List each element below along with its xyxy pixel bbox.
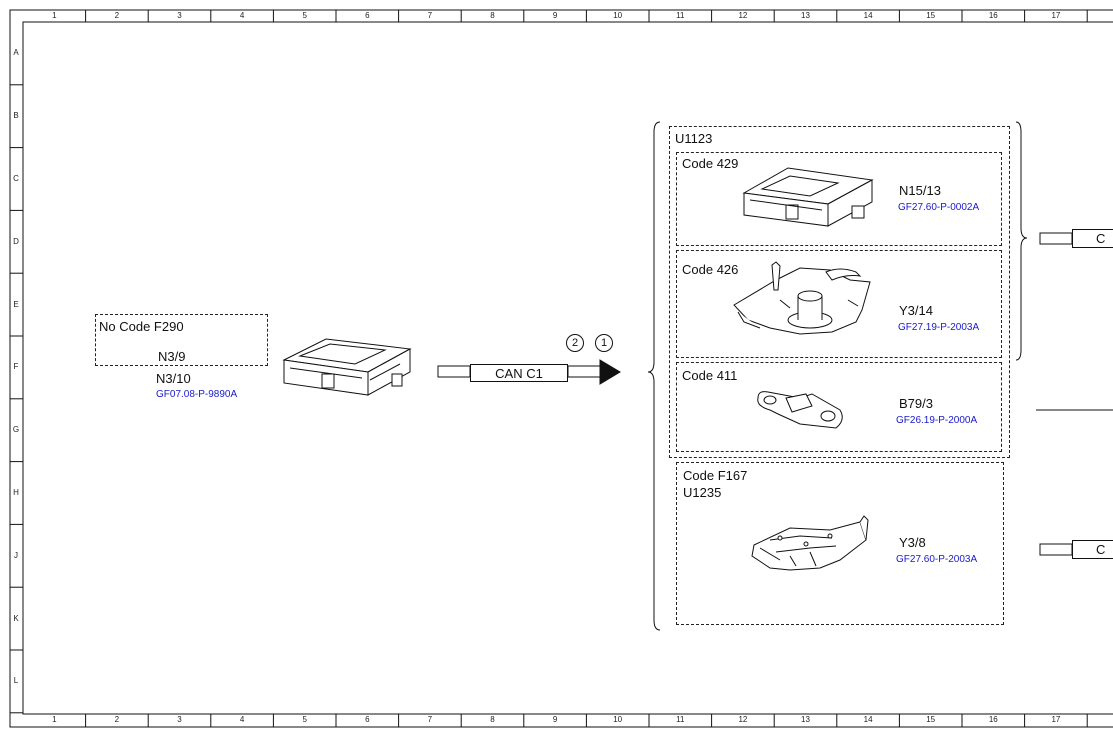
code-429-label: Code 429 [682, 156, 739, 171]
ruler-row-label: F [13, 362, 19, 372]
ruler-col-label: 4 [239, 11, 245, 20]
ruler-col-label: 16 [988, 715, 998, 724]
code-429-box [676, 152, 1002, 246]
ruler-col-label: 9 [552, 715, 558, 724]
right-connector-lower: C [1072, 540, 1113, 559]
ruler-col-label: 14 [863, 715, 873, 724]
ruler-col-label: 10 [613, 11, 623, 20]
ruler-row-label: C [13, 174, 19, 183]
ruler-row-label: D [13, 236, 19, 246]
marker-2: 2 [566, 334, 584, 352]
component-label-y314: Y3/14 [899, 303, 933, 318]
left-brace [647, 121, 661, 631]
ruler-col-label: 8 [490, 715, 495, 724]
ruler-col-label: 13 [801, 11, 810, 20]
ruler-col-label: 15 [926, 715, 936, 724]
ruler-row-label: A [13, 48, 19, 58]
ruler-col-label: 13 [801, 715, 810, 724]
ruler-col-label: 6 [365, 11, 370, 20]
ruler-col-label: 7 [427, 715, 433, 724]
marker-1: 1 [595, 334, 613, 352]
ruler-col-label: 15 [926, 11, 936, 20]
ruler-col-label: 12 [738, 715, 748, 724]
u1123-group-box [669, 126, 1010, 458]
ref-link-b793[interactable]: GF26.19-P-2000A [896, 415, 978, 426]
valve-y314-drawing [733, 261, 871, 335]
u1235-label: U1235 [683, 485, 722, 500]
ruler-row-label: L [13, 676, 19, 686]
component-label-b793: B79/3 [899, 396, 933, 411]
can-c1-label: CAN C1 [470, 364, 568, 382]
group-title: U1123 [675, 131, 713, 146]
ruler-col-label: 3 [177, 11, 182, 20]
right-connector-upper: C [1072, 229, 1113, 248]
code-411-box [676, 362, 1002, 452]
ruler-col-label: 5 [302, 715, 307, 724]
ruler-col-label: 17 [1051, 11, 1061, 20]
ref-link-n1513[interactable]: GF27.60-P-0002A [898, 202, 980, 213]
ruler-col-label: 6 [365, 715, 370, 724]
code-426-box [676, 250, 1002, 358]
component-label-y38: Y3/8 [899, 535, 926, 550]
ruler-col-label: 2 [114, 715, 120, 724]
sensor-b793-drawing [757, 391, 843, 429]
can-bus-line [437, 359, 621, 385]
ruler-col-label: 9 [552, 11, 558, 20]
ruler-row-label: E [13, 299, 19, 309]
component-label-n1513: N15/13 [899, 183, 941, 198]
code-f167-box [676, 462, 1004, 625]
ruler-row-label: J [14, 550, 18, 560]
ruler-col-label: 3 [177, 715, 182, 724]
ruler-col-label: 11 [676, 715, 685, 724]
ruler-col-label: 7 [427, 11, 433, 20]
code-426-label: Code 426 [682, 262, 739, 277]
ruler-row-label: H [13, 488, 19, 497]
control-unit-n3-drawing [282, 338, 412, 396]
ref-link-left[interactable]: GF07.08-P-9890A [156, 389, 238, 400]
component-label-n39: N3/9 [158, 349, 186, 364]
code-f167-label: Code F167 [683, 468, 748, 483]
code-label: No Code F290 [99, 319, 184, 334]
valve-body-y38-drawing [751, 515, 869, 571]
ruler-col-label: 14 [863, 11, 873, 20]
ruler-col-label: 12 [738, 11, 748, 20]
ruler-row-label: G [12, 425, 20, 435]
ruler-col-label: 5 [302, 11, 307, 20]
ruler-col-label: 8 [490, 11, 495, 20]
ruler-col-label: 1 [52, 715, 57, 724]
ruler-col-label: 16 [988, 11, 998, 20]
ref-link-y38[interactable]: GF27.60-P-2003A [896, 554, 978, 565]
right-brace [1015, 121, 1028, 361]
ruler-col-label: 11 [676, 11, 685, 20]
ruler-row-label: K [13, 613, 19, 623]
ruler-col-label: 2 [114, 11, 120, 20]
control-unit-n15-drawing [742, 167, 874, 227]
ruler-col-label: 10 [613, 715, 623, 724]
no-code-f290-box [95, 314, 268, 366]
component-label-n310: N3/10 [156, 371, 191, 386]
ruler-col-label: 17 [1051, 715, 1061, 724]
ref-link-y314[interactable]: GF27.19-P-2003A [898, 322, 980, 333]
ruler-col-label: 4 [239, 715, 245, 724]
ruler-col-label: 1 [52, 11, 57, 20]
code-411-label: Code 411 [682, 368, 738, 383]
ruler-row-label: B [13, 111, 19, 121]
